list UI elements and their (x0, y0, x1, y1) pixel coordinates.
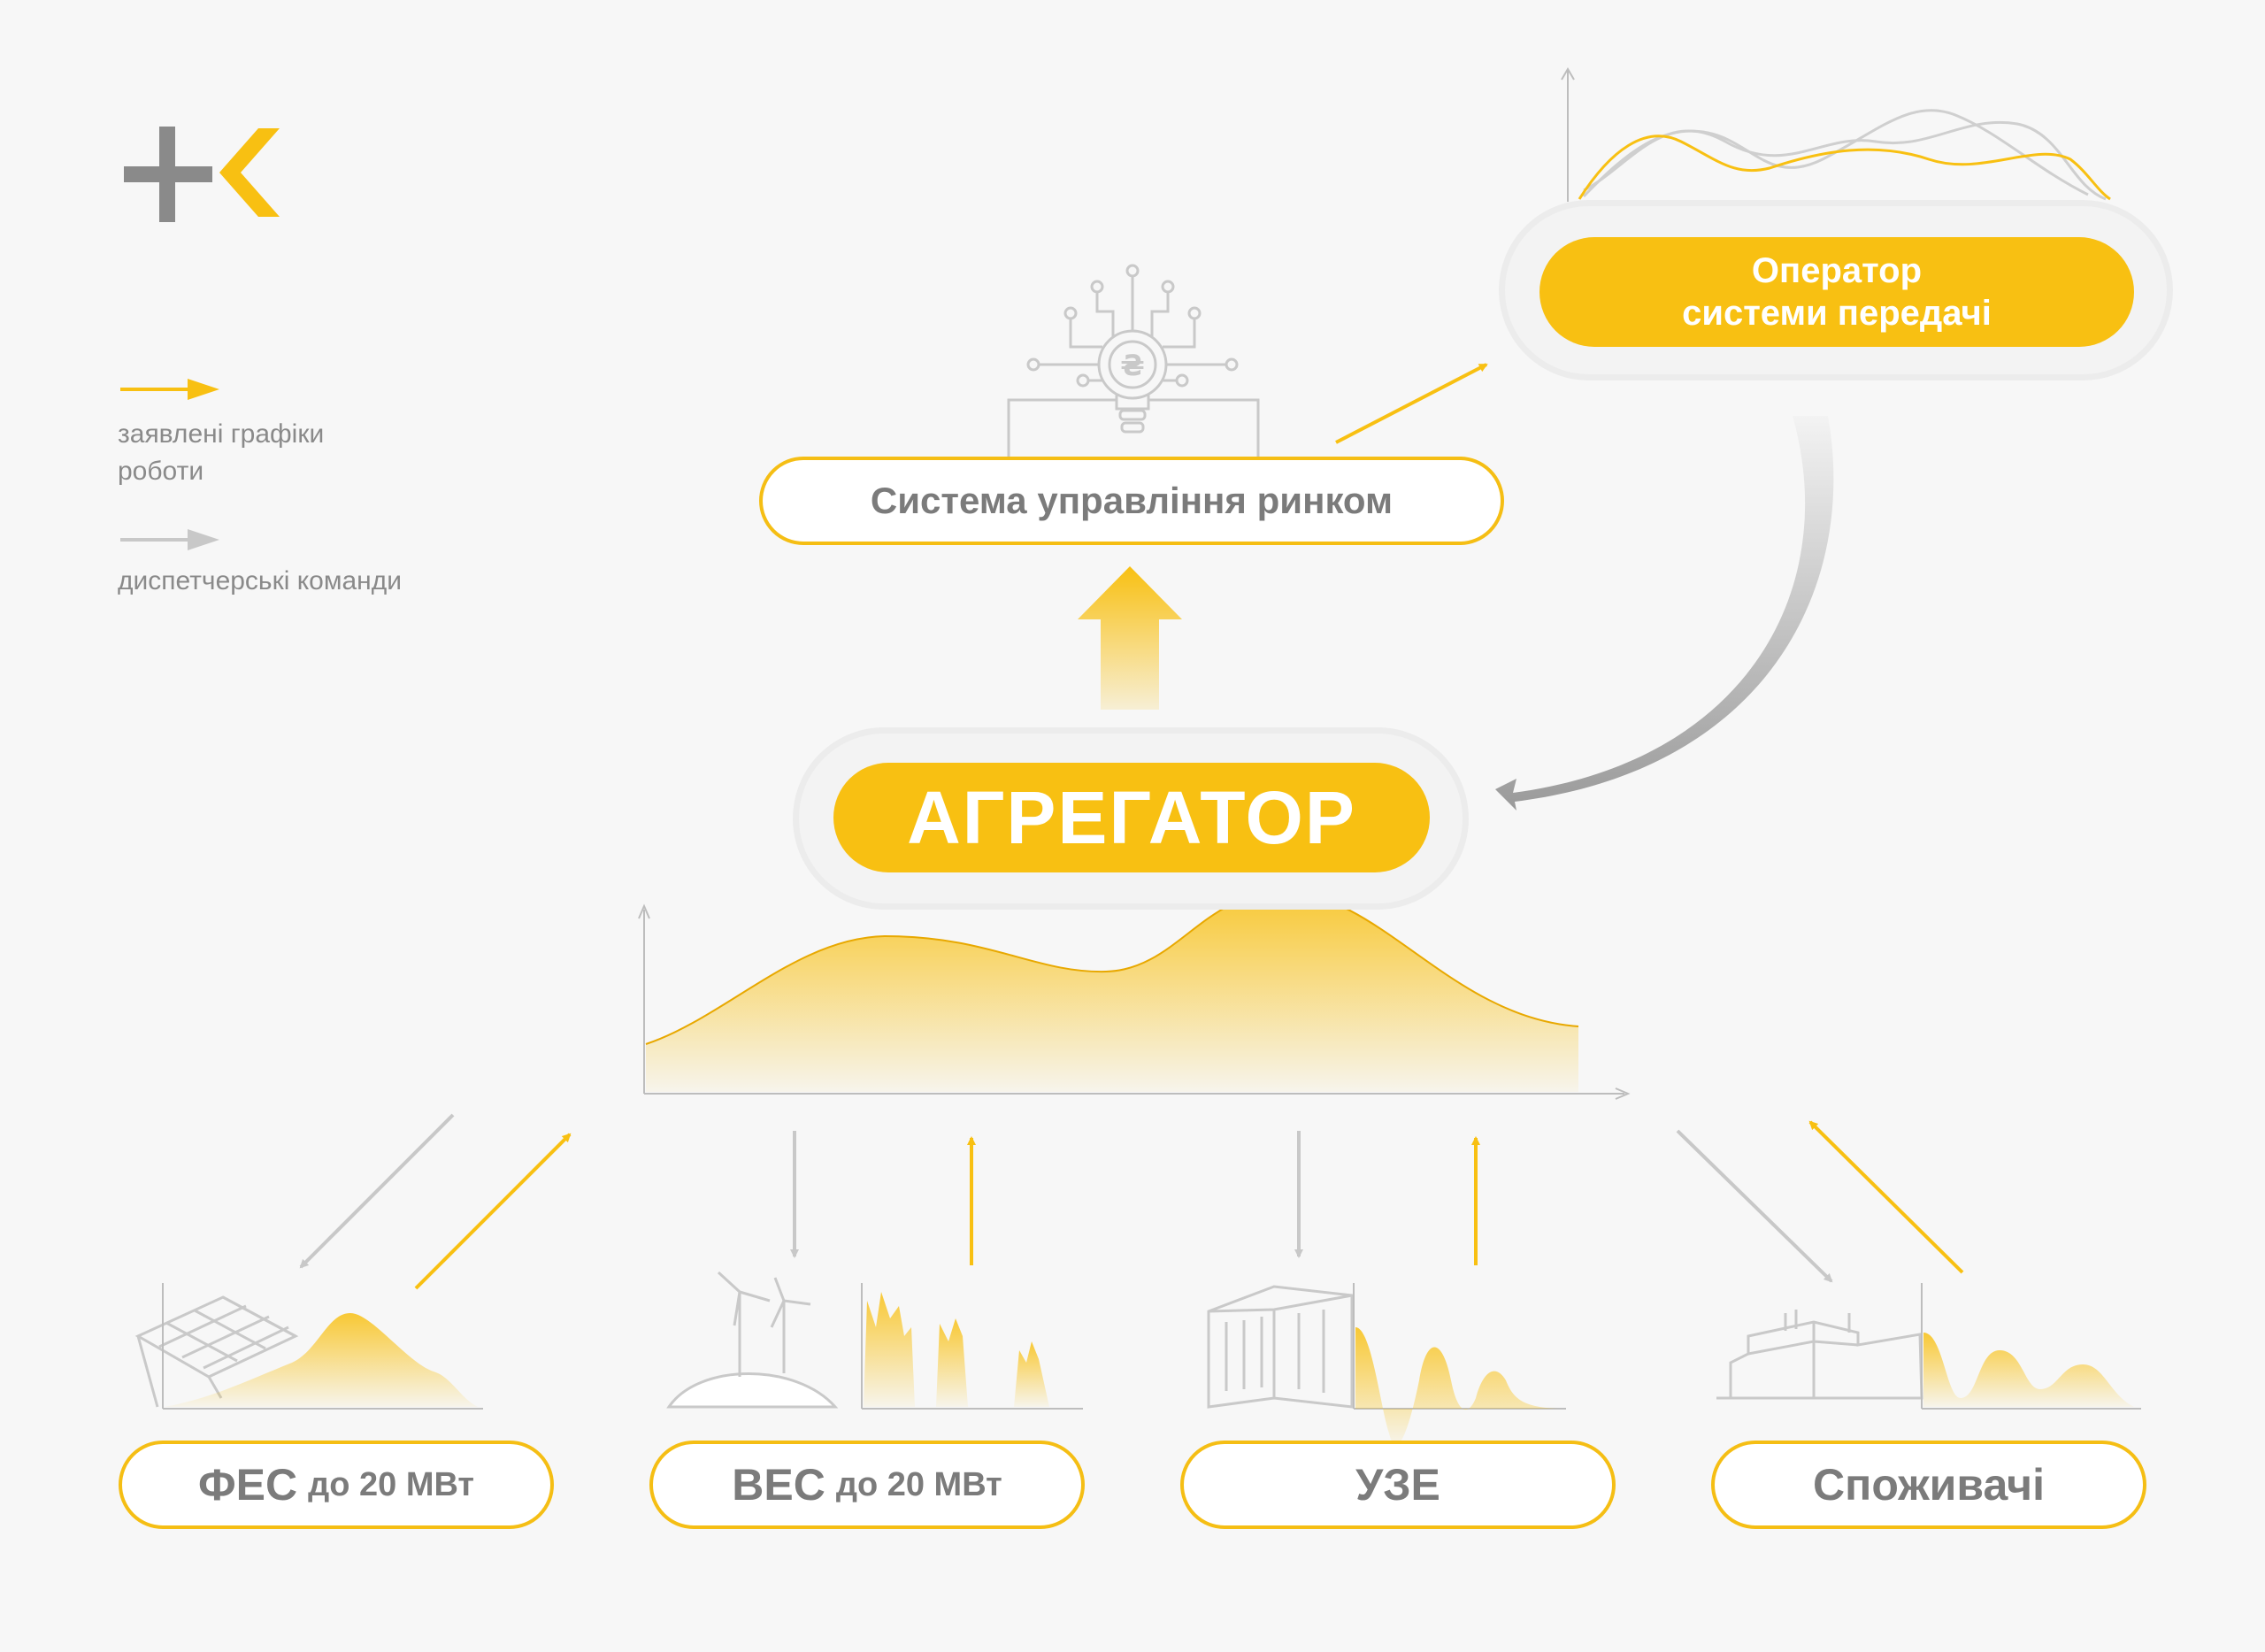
tso-label-line1: Оператор (1751, 251, 1923, 290)
tso-node[interactable]: Оператор системи передачі (1539, 237, 2134, 347)
consumers-label: Споживачі (1813, 1460, 2045, 1510)
wind-node[interactable]: ВЕС до 20 МВт (649, 1441, 1085, 1529)
pv-node[interactable]: ФЕС до 20 МВт (119, 1441, 554, 1529)
legend-arrow-schedules (120, 379, 219, 400)
wind-capacity-label: до 20 МВт (835, 1465, 1002, 1503)
wind-chart (861, 1283, 1083, 1410)
arrow-market-to-tso (1335, 363, 1488, 444)
arrow-schedule-consumers (1808, 1120, 1964, 1274)
factory-icon (1716, 1310, 1923, 1400)
arrow-dispatch-pv (299, 1113, 455, 1269)
bulb-icon (1007, 264, 1260, 458)
battery-container-icon (1207, 1285, 1354, 1409)
pv-label: ФЕС (197, 1460, 298, 1510)
aggregator-node[interactable]: АГРЕГАТОР (833, 763, 1430, 872)
market-node[interactable]: Система управління ринком (759, 457, 1504, 545)
arrow-tso-to-aggregator (1495, 416, 1834, 811)
legend-label-schedules: заявлені графіки роботи (118, 419, 325, 486)
currency-symbol: ₴ (1120, 349, 1145, 382)
arrow-dispatch-consumers (1676, 1129, 1833, 1283)
wind-label: ВЕС (732, 1460, 825, 1510)
wind-turbine-icon (666, 1271, 839, 1409)
legend-arrow-dispatch (120, 529, 219, 550)
legend-label-dispatch: диспетчерські команди (118, 566, 402, 595)
tso-chart (1561, 67, 2111, 202)
consumers-node[interactable]: Споживачі (1711, 1441, 2146, 1529)
storage-chart (1353, 1283, 1566, 1446)
pv-capacity-label: до 20 МВт (308, 1465, 475, 1503)
pv-chart (162, 1283, 483, 1410)
aggregator-chart (638, 890, 1631, 1100)
consumers-chart (1921, 1283, 2141, 1410)
market-label: Система управління ринком (870, 480, 1394, 521)
arrow-schedule-pv (414, 1133, 572, 1290)
aggregator-label: АГРЕГАТОР (907, 775, 1356, 859)
tso-label-line2: системи передачі (1682, 294, 1992, 333)
arrow-aggregator-to-market (1078, 566, 1182, 710)
storage-node[interactable]: УЗЕ (1180, 1441, 1616, 1529)
storage-label: УЗЕ (1355, 1460, 1440, 1510)
logo (124, 127, 280, 222)
solar-panel-icon (134, 1295, 299, 1408)
